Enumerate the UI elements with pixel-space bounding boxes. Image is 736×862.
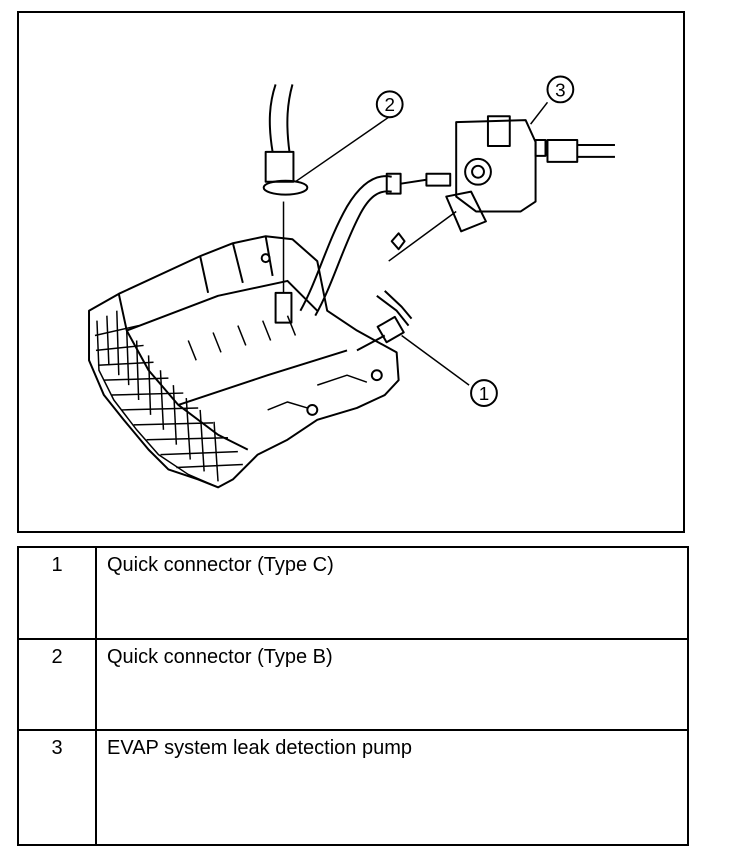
legend-row: 1 Quick connector (Type C) (19, 548, 687, 638)
legend-description: EVAP system leak detection pump (107, 737, 412, 759)
leader-line-2 (295, 116, 390, 183)
diagram-figure: 1 2 3 (17, 11, 685, 533)
evap-leak-detection-pump (388, 115, 615, 262)
callout-label-1: 1 (479, 383, 489, 404)
callout-circle-1 (470, 379, 498, 407)
legend-number: 2 (19, 640, 97, 729)
leader-line-3 (530, 101, 549, 125)
callout-circle-2 (375, 90, 404, 119)
legend-row: 2 Quick connector (Type B) (19, 638, 687, 729)
evap-diagram: 1 2 3 (88, 75, 615, 489)
purge-hose (262, 84, 309, 196)
leader-line-1 (401, 334, 470, 386)
parts-legend-table: 1 Quick connector (Type C) 2 Quick conne… (17, 546, 689, 846)
charcoal-canister (88, 235, 400, 489)
quick-connector-type-c (356, 290, 413, 352)
legend-description: Quick connector (Type C) (107, 554, 334, 576)
legend-description: Quick connector (Type B) (107, 646, 333, 668)
callout-label-3: 3 (555, 79, 565, 100)
callout-circle-3 (546, 75, 575, 104)
canister-port (274, 201, 293, 324)
legend-row: 3 EVAP system leak detection pump (19, 729, 687, 844)
legend-number: 3 (19, 731, 97, 844)
legend-number: 1 (19, 548, 97, 638)
callout-label-2: 2 (384, 94, 394, 115)
